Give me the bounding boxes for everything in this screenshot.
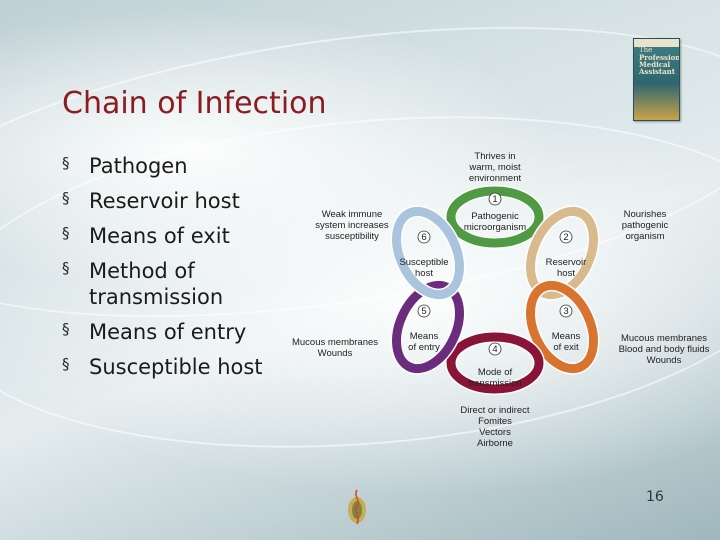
node-number-circle bbox=[559, 304, 573, 318]
bullet-marker: § bbox=[62, 320, 70, 338]
node-number: 4 bbox=[492, 344, 497, 355]
node-label: host bbox=[557, 268, 575, 279]
node-number-circle bbox=[488, 342, 502, 356]
node-label: of exit bbox=[553, 342, 579, 353]
bullet-text: Susceptible host bbox=[89, 355, 263, 379]
chain-link bbox=[445, 185, 545, 249]
book-cover-line: Assistant bbox=[639, 67, 676, 76]
node-label: Pathogenic bbox=[471, 211, 519, 222]
chain-link bbox=[524, 279, 600, 375]
outer-label: Nourishes bbox=[624, 209, 667, 220]
node-number-circle bbox=[559, 230, 573, 244]
bullet-text: Method of transmission bbox=[89, 259, 224, 309]
outer-label: Thrives in bbox=[474, 151, 515, 162]
outer-label: Blood and body fluids bbox=[619, 344, 710, 355]
bullet-marker: § bbox=[62, 189, 70, 207]
outer-label: Mucous membranes bbox=[292, 337, 378, 348]
node-label: Means bbox=[552, 331, 581, 342]
bullet-item: § Means of entry bbox=[62, 316, 292, 345]
publisher-logo bbox=[348, 489, 366, 525]
chain-link-ring bbox=[446, 332, 544, 394]
bullet-list: § Pathogen § Reservoir host § Means of exit… bbox=[62, 150, 292, 386]
bullet-text: Reservoir host bbox=[89, 189, 240, 213]
outer-label: Airborne bbox=[477, 438, 513, 449]
node-label: host bbox=[415, 268, 433, 279]
node-label: of entry bbox=[408, 342, 440, 353]
node-label: transmission bbox=[468, 378, 521, 389]
bullet-text: Pathogen bbox=[89, 154, 188, 178]
chain-link bbox=[390, 205, 466, 301]
bullet-marker: § bbox=[62, 154, 70, 172]
node-number-circle bbox=[417, 230, 431, 244]
outer-label: system increases bbox=[315, 220, 389, 231]
book-cover-line: The bbox=[639, 46, 653, 54]
node-label: Reservoir bbox=[546, 257, 587, 268]
node-label: microorganism bbox=[464, 222, 526, 233]
book-cover-line: Medical bbox=[639, 60, 671, 69]
bullet-item: § Reservoir host bbox=[62, 185, 292, 214]
outer-label: warm, moist bbox=[468, 162, 521, 173]
outer-label: Wounds bbox=[647, 355, 682, 366]
node-label: Susceptible bbox=[399, 257, 448, 268]
node-label: Means bbox=[410, 331, 439, 342]
bullet-item: § Means of exit bbox=[62, 220, 292, 249]
page-number: 16 bbox=[646, 489, 664, 505]
book-cover-line: Professional bbox=[639, 53, 680, 62]
node-number-circle bbox=[417, 304, 431, 318]
node-label: Mode of bbox=[478, 367, 513, 378]
outer-label: environment bbox=[469, 173, 522, 184]
bullet-item: § Method of transmission bbox=[62, 255, 292, 310]
outer-label: Wounds bbox=[318, 348, 353, 359]
outer-label: susceptibility bbox=[325, 231, 379, 242]
outer-label: Weak immune bbox=[322, 209, 383, 220]
bullet-text: Means of entry bbox=[89, 320, 247, 344]
outer-label: Vectors bbox=[479, 427, 511, 438]
node-number: 2 bbox=[563, 232, 568, 243]
node-number: 5 bbox=[421, 306, 426, 317]
node-number: 6 bbox=[421, 232, 426, 243]
textbook-cover-image: The Professional Medical Assistant bbox=[633, 38, 680, 121]
bullet-text: Means of exit bbox=[89, 224, 230, 248]
bullet-marker: § bbox=[62, 259, 70, 277]
bullet-marker: § bbox=[62, 224, 70, 242]
bullet-marker: § bbox=[62, 355, 70, 373]
bullet-item: § Pathogen bbox=[62, 150, 292, 179]
outer-label: Fomites bbox=[478, 416, 512, 427]
bullet-item: § Susceptible host bbox=[62, 351, 292, 380]
node-number-circle bbox=[488, 192, 502, 206]
chain-link-ring bbox=[446, 186, 544, 248]
chain-link bbox=[445, 331, 545, 395]
outer-label: Direct or indirect bbox=[460, 405, 530, 416]
node-number: 3 bbox=[563, 306, 568, 317]
node-number: 1 bbox=[492, 194, 497, 205]
chain-link-ring bbox=[526, 280, 598, 374]
outer-label: organism bbox=[625, 231, 664, 242]
outer-label: pathogenic bbox=[622, 220, 669, 231]
slide-title: Chain of Infection bbox=[62, 86, 327, 121]
outer-label: Mucous membranes bbox=[621, 333, 707, 344]
chain-link-ring bbox=[392, 206, 464, 300]
